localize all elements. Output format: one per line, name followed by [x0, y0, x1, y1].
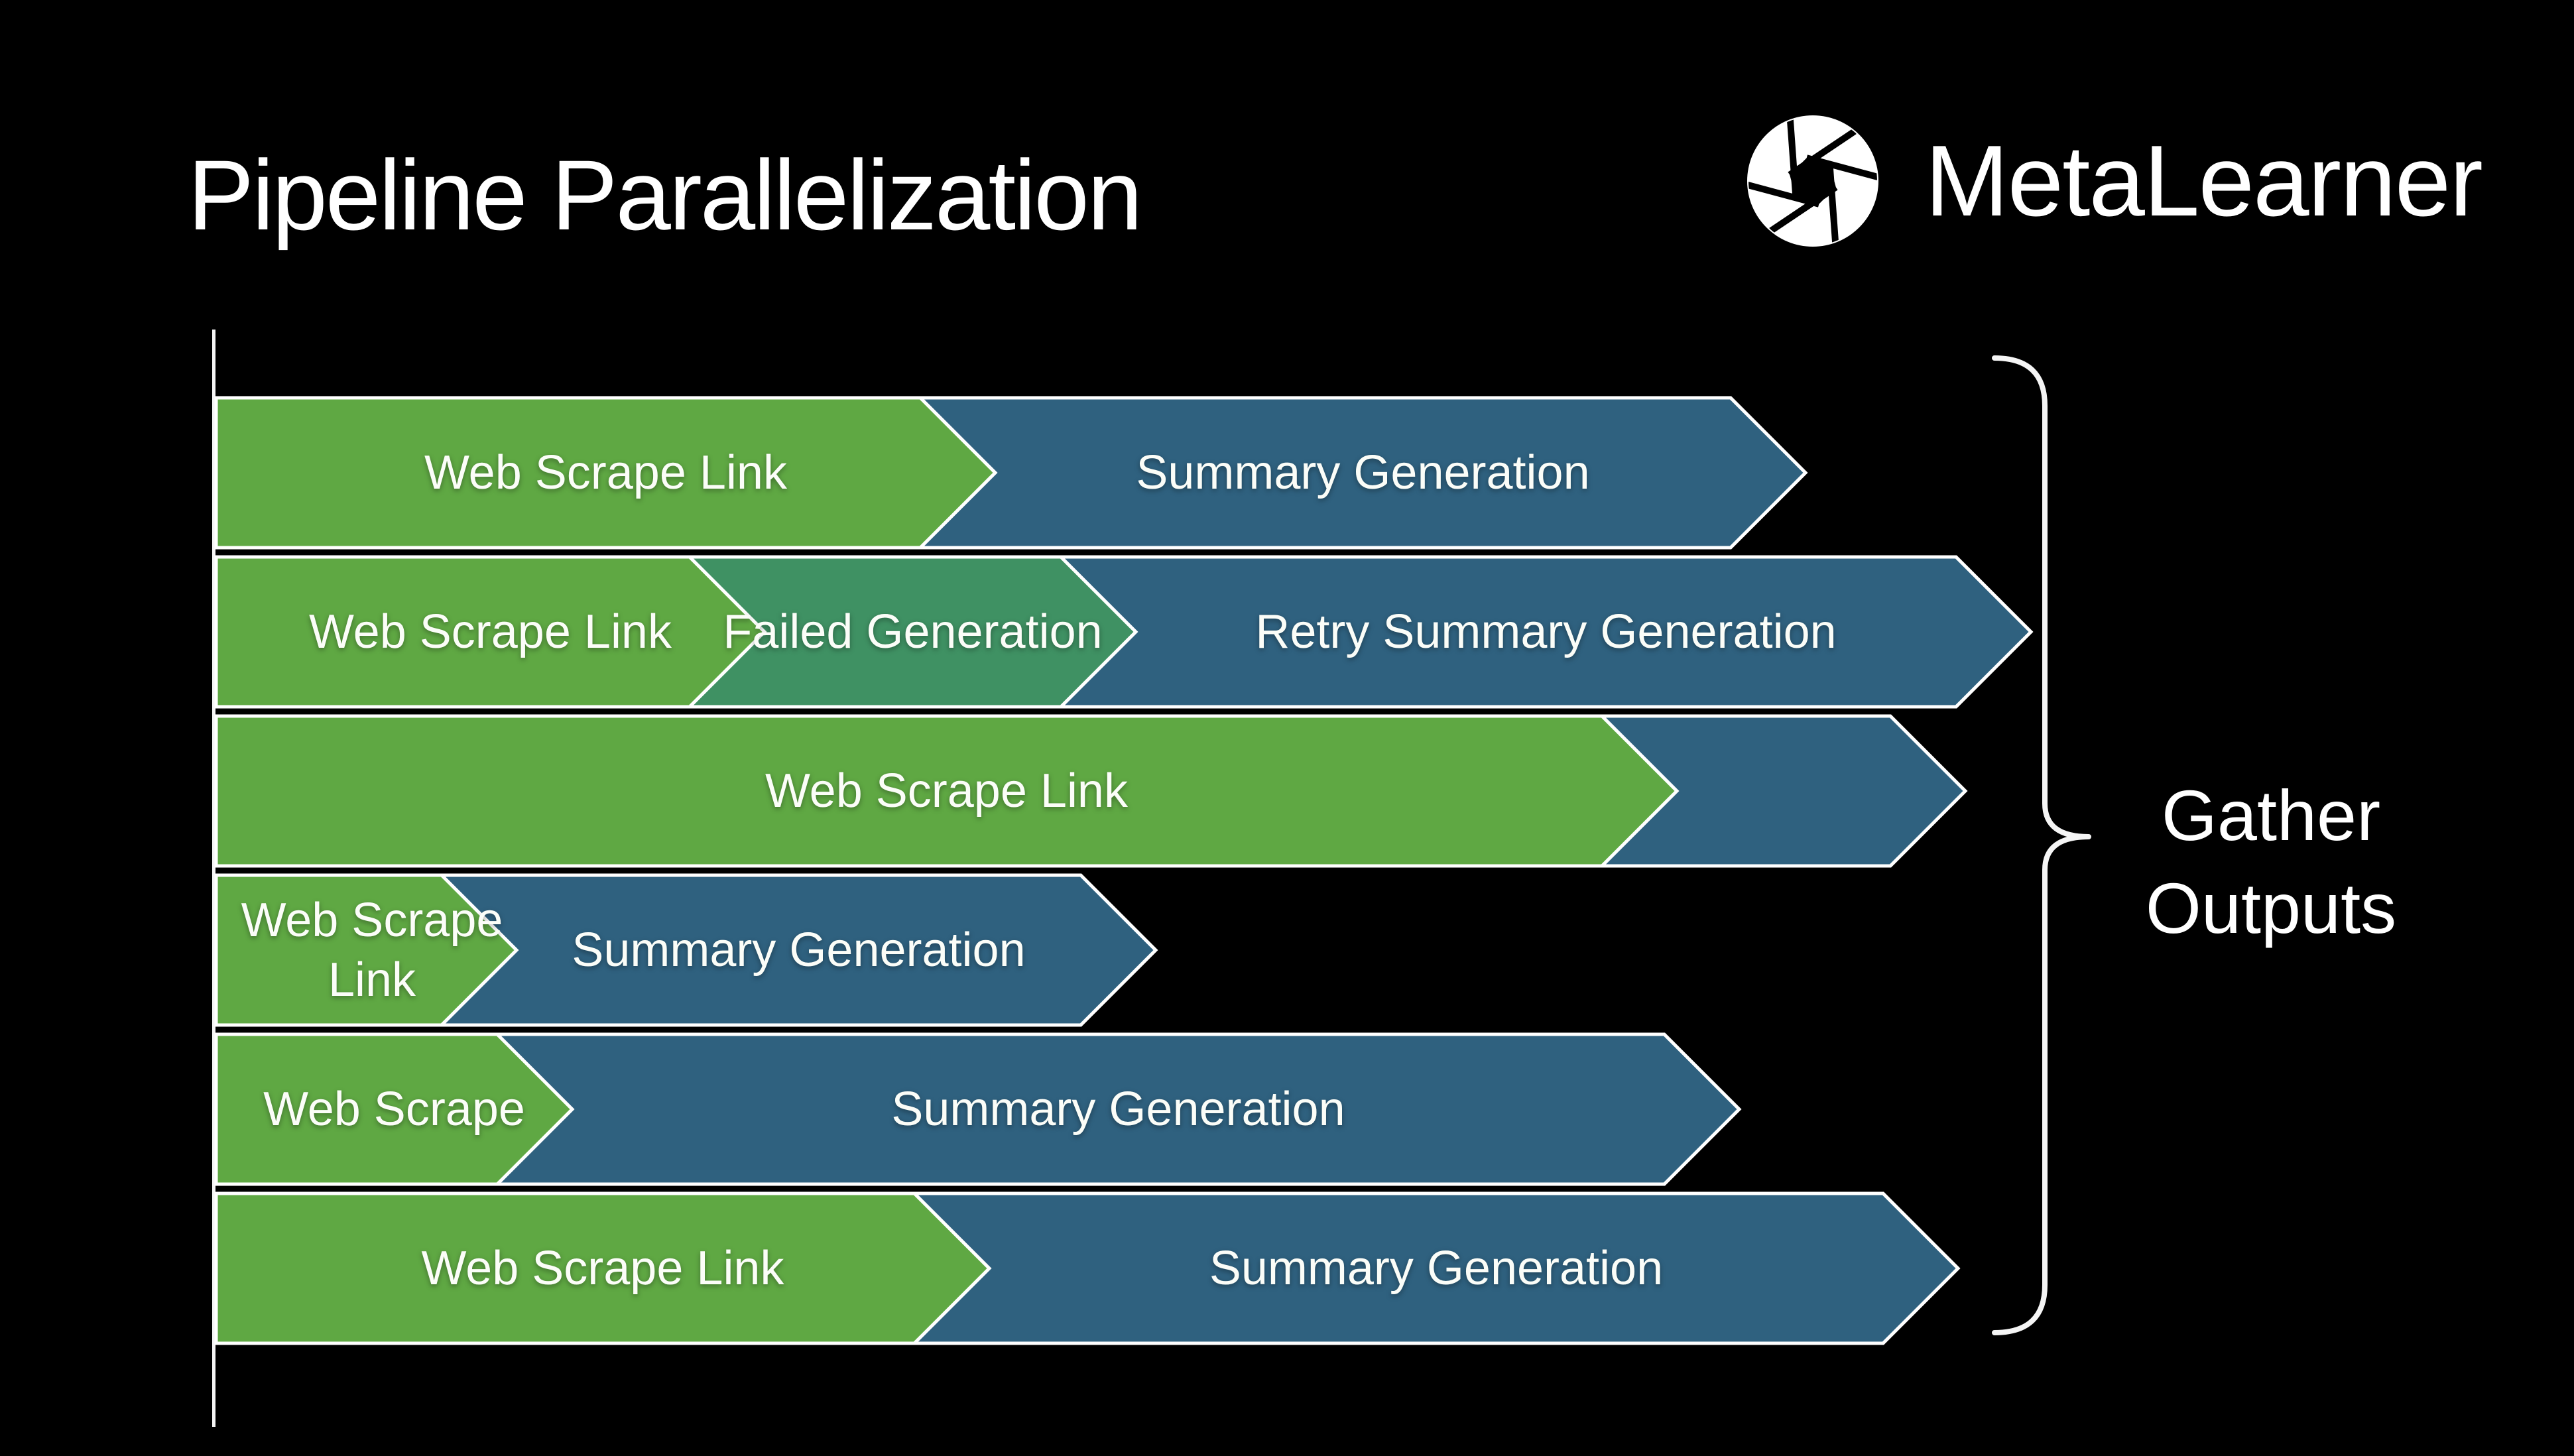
pipeline-arrow-blue [1059, 555, 2034, 709]
arrow-shape [214, 396, 998, 550]
pipeline-arrow-blue [918, 396, 1808, 550]
gather-outputs-label: Gather Outputs [2145, 775, 2397, 949]
pipeline-arrow-green [214, 714, 1680, 868]
brand-logo: MetaLearner [1745, 113, 2483, 249]
pipeline-arrow-blue [495, 1032, 1742, 1186]
arrow-shape [214, 1032, 575, 1186]
pipeline-arrow-green [214, 1191, 992, 1345]
pipeline-arrow-green [214, 873, 519, 1027]
arrow-shape [440, 873, 1158, 1027]
arrow-shape [1059, 555, 2034, 709]
arrow-shape [495, 1032, 1742, 1186]
arrow-shape [912, 1191, 1961, 1345]
brand-name: MetaLearner [1925, 124, 2483, 237]
pipeline-arrow-green [214, 396, 998, 550]
pipeline-arrow-blue [912, 1191, 1961, 1345]
arrow-shape [214, 714, 1680, 868]
slide-title: Pipeline Parallelization [188, 139, 1142, 251]
pipeline-arrow-green [214, 555, 767, 709]
arrow-shape [214, 873, 519, 1027]
gather-outputs-bracket [1992, 355, 2091, 1335]
arrow-shape [214, 555, 767, 709]
pipeline-arrow-blue [440, 873, 1158, 1027]
arrow-shape [214, 1191, 992, 1345]
pipeline-arrow-green [214, 1032, 575, 1186]
arrow-shape [918, 396, 1808, 550]
aperture-icon [1747, 115, 1878, 247]
timeline-axis [212, 330, 215, 1427]
